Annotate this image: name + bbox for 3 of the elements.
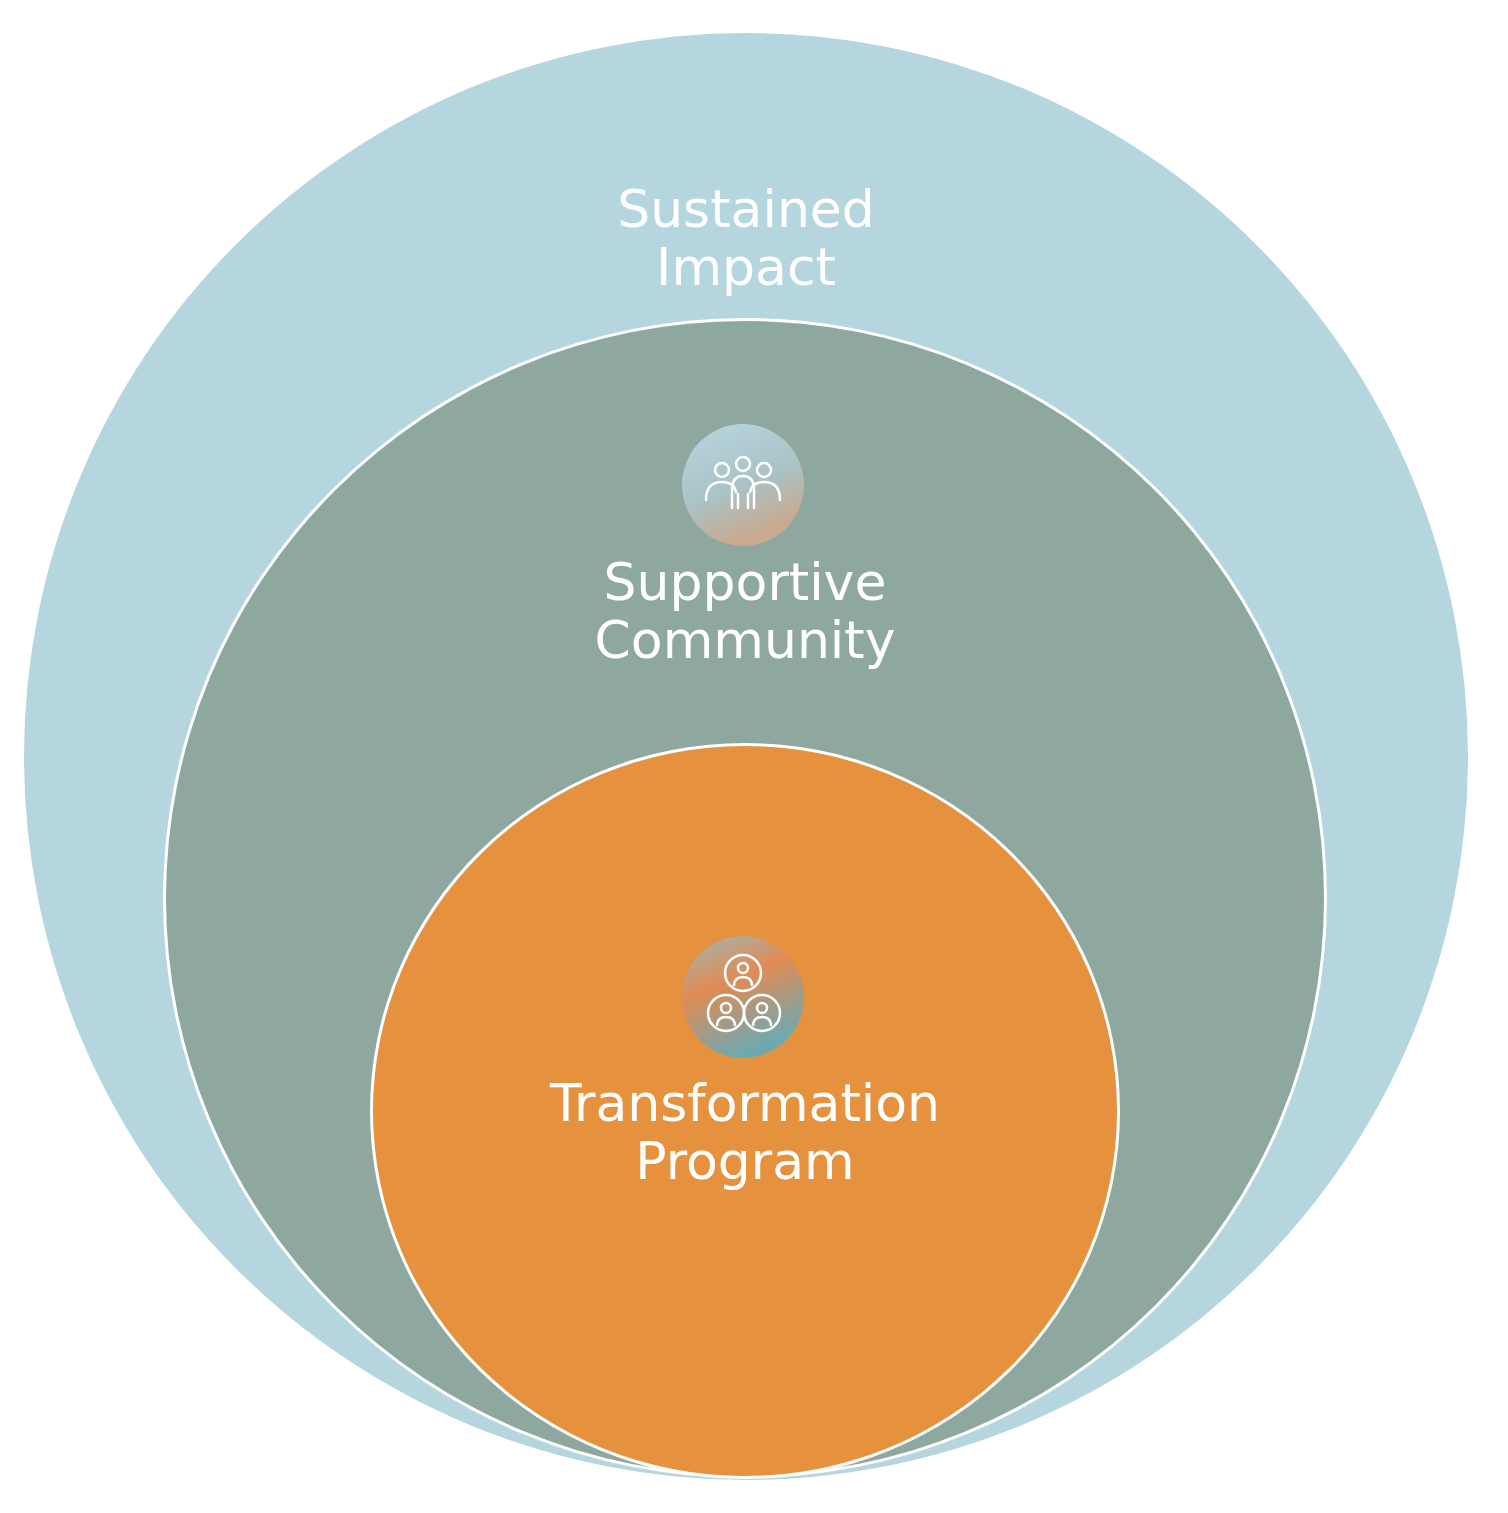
circle-label: Supportive Community — [593, 553, 897, 669]
circle-label: Sustained Impact — [616, 180, 876, 296]
circle-label: Transformation Program — [548, 1074, 942, 1190]
